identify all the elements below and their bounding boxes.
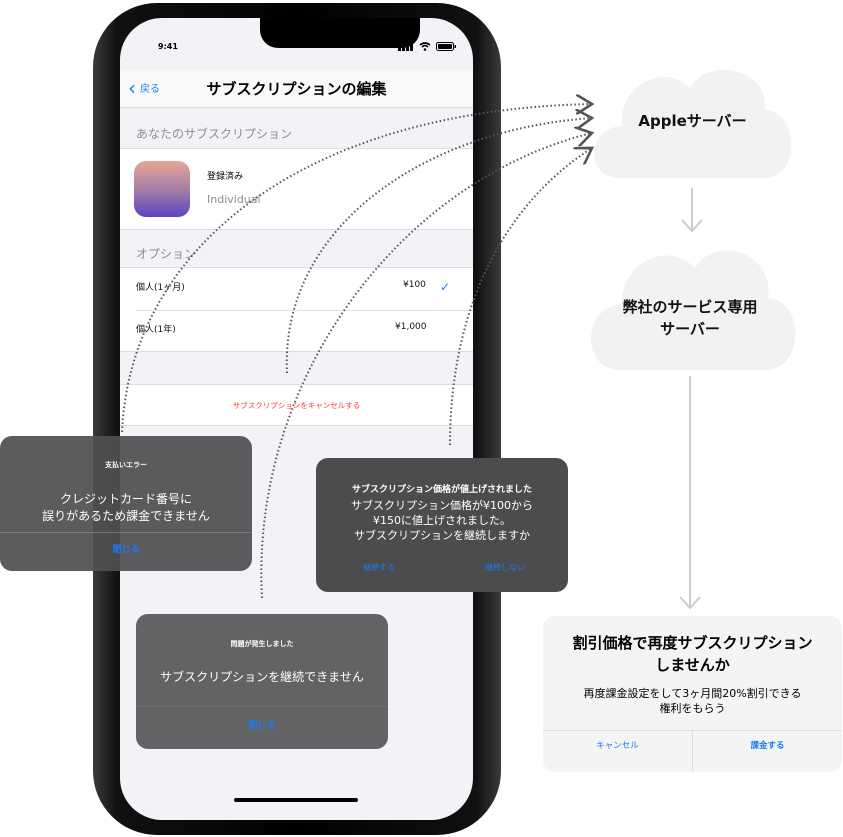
subscription-plan: Individual (207, 193, 261, 206)
company-server-label: 弊社のサービス専用 サーバー (595, 296, 785, 340)
signal-icon (398, 42, 413, 51)
cancel-button[interactable]: キャンセル (596, 741, 639, 751)
alert-message-line: クレジットカード番号に (59, 492, 192, 506)
divider (0, 532, 252, 533)
cloud-company (590, 250, 796, 370)
status-time: 9:41 (158, 42, 178, 51)
divider (692, 730, 693, 772)
price-increase-alert: サブスクリプション価格が値上げされました サブスクリプション価格が¥100から … (316, 458, 568, 592)
close-button[interactable]: 閉じる (248, 721, 276, 731)
app-icon (134, 161, 190, 217)
alert-title: 支払いエラー (105, 461, 147, 469)
alert-message: サブスクリプションを継続できません (160, 670, 364, 684)
option-yearly-price: ¥1,000 (395, 322, 427, 332)
section-header-options: オプション (136, 247, 197, 261)
chevron-left-icon: ‹ (128, 75, 136, 100)
page-title: サブスクリプションの編集 (206, 80, 387, 98)
alert-message-line: サブスクリプションを継続しますか (354, 529, 530, 542)
subscription-cell[interactable]: 登録済み Individual (120, 148, 473, 230)
connector-payment-error (121, 104, 592, 433)
payment-error-alert: 支払いエラー クレジットカード番号に誤りがあるため課金できません 閉じる (0, 436, 252, 571)
cloud-apple (593, 69, 792, 178)
alert-message-line: 再度課金設定をして3ヶ月間20%割引できる (583, 687, 802, 700)
arrowhead-icon (681, 219, 703, 233)
option-yearly-label[interactable]: 個人(1年) (136, 325, 176, 335)
home-indicator (234, 798, 358, 802)
battery-icon (436, 42, 456, 51)
cancel-subscription-button[interactable]: サブスクリプションをキャンセルする (120, 384, 473, 426)
alert-message: 再度課金設定をして3ヶ月間20%割引できる 権利をもらう (543, 686, 842, 716)
notch (260, 18, 420, 48)
continue-button[interactable]: 継続する (363, 563, 395, 572)
option-monthly-price: ¥100 (403, 280, 426, 290)
nav-bar: ‹ 戻る サブスクリプションの編集 (120, 70, 473, 108)
alert-message-line: 誤りがあるため課金できません (42, 509, 210, 523)
cloud-shapes (590, 69, 796, 370)
divider (136, 706, 388, 707)
alert-title-line: 割引価格で再度サブスクリプション (572, 634, 813, 652)
connector-price-increase (449, 148, 592, 446)
alert-message: クレジットカード番号に誤りがあるため課金できません (0, 491, 252, 525)
alert-message-line: サブスクリプション価格が¥100から (351, 499, 533, 512)
section-header-subscription: あなたのサブスクリプション (136, 127, 293, 141)
options-list: 個人(1ヶ月) ¥100 ✓ 個人(1年) ¥1,000 (120, 267, 473, 352)
connector-cancel (285, 118, 592, 374)
back-button[interactable]: ‹ 戻る (128, 75, 160, 100)
alert-title: 割引価格で再度サブスクリプション しませんか (543, 632, 842, 676)
wifi-icon (419, 42, 431, 51)
alert-title: サブスクリプション価格が値上げされました (351, 485, 532, 495)
alert-title: 問題が発生しました (230, 640, 294, 648)
alert-message: サブスクリプション価格が¥100から ¥150に値上げされました。 サブスクリプ… (316, 498, 568, 543)
alert-title-line: しませんか (655, 656, 730, 674)
purchase-button[interactable]: 課金する (750, 741, 785, 751)
back-label: 戻る (140, 84, 160, 95)
close-button[interactable]: 閉じる (112, 545, 140, 555)
divider (135, 310, 473, 311)
discount-offer-alert: 割引価格で再度サブスクリプション しませんか 再度課金設定をして3ヶ月間20%割… (543, 616, 842, 772)
option-monthly-label[interactable]: 個人(1ヶ月) (136, 283, 185, 293)
dont-continue-button[interactable]: 継続しない (485, 563, 525, 572)
connector-problem (260, 133, 592, 599)
company-server-line: サーバー (660, 320, 720, 338)
alert-message-line: 権利をもらう (659, 702, 726, 715)
alert-message-line: ¥150に値上げされました。 (373, 514, 511, 527)
subscription-status: 登録済み (207, 172, 244, 182)
problem-alert: 問題が発生しました サブスクリプションを継続できません 閉じる (136, 614, 388, 749)
checkmark-icon: ✓ (440, 280, 451, 294)
status-icons (398, 42, 456, 51)
apple-server-label: Appleサーバー (638, 112, 747, 130)
company-server-line: 弊社のサービス専用 (622, 298, 758, 316)
arrowhead-icon (679, 596, 701, 610)
